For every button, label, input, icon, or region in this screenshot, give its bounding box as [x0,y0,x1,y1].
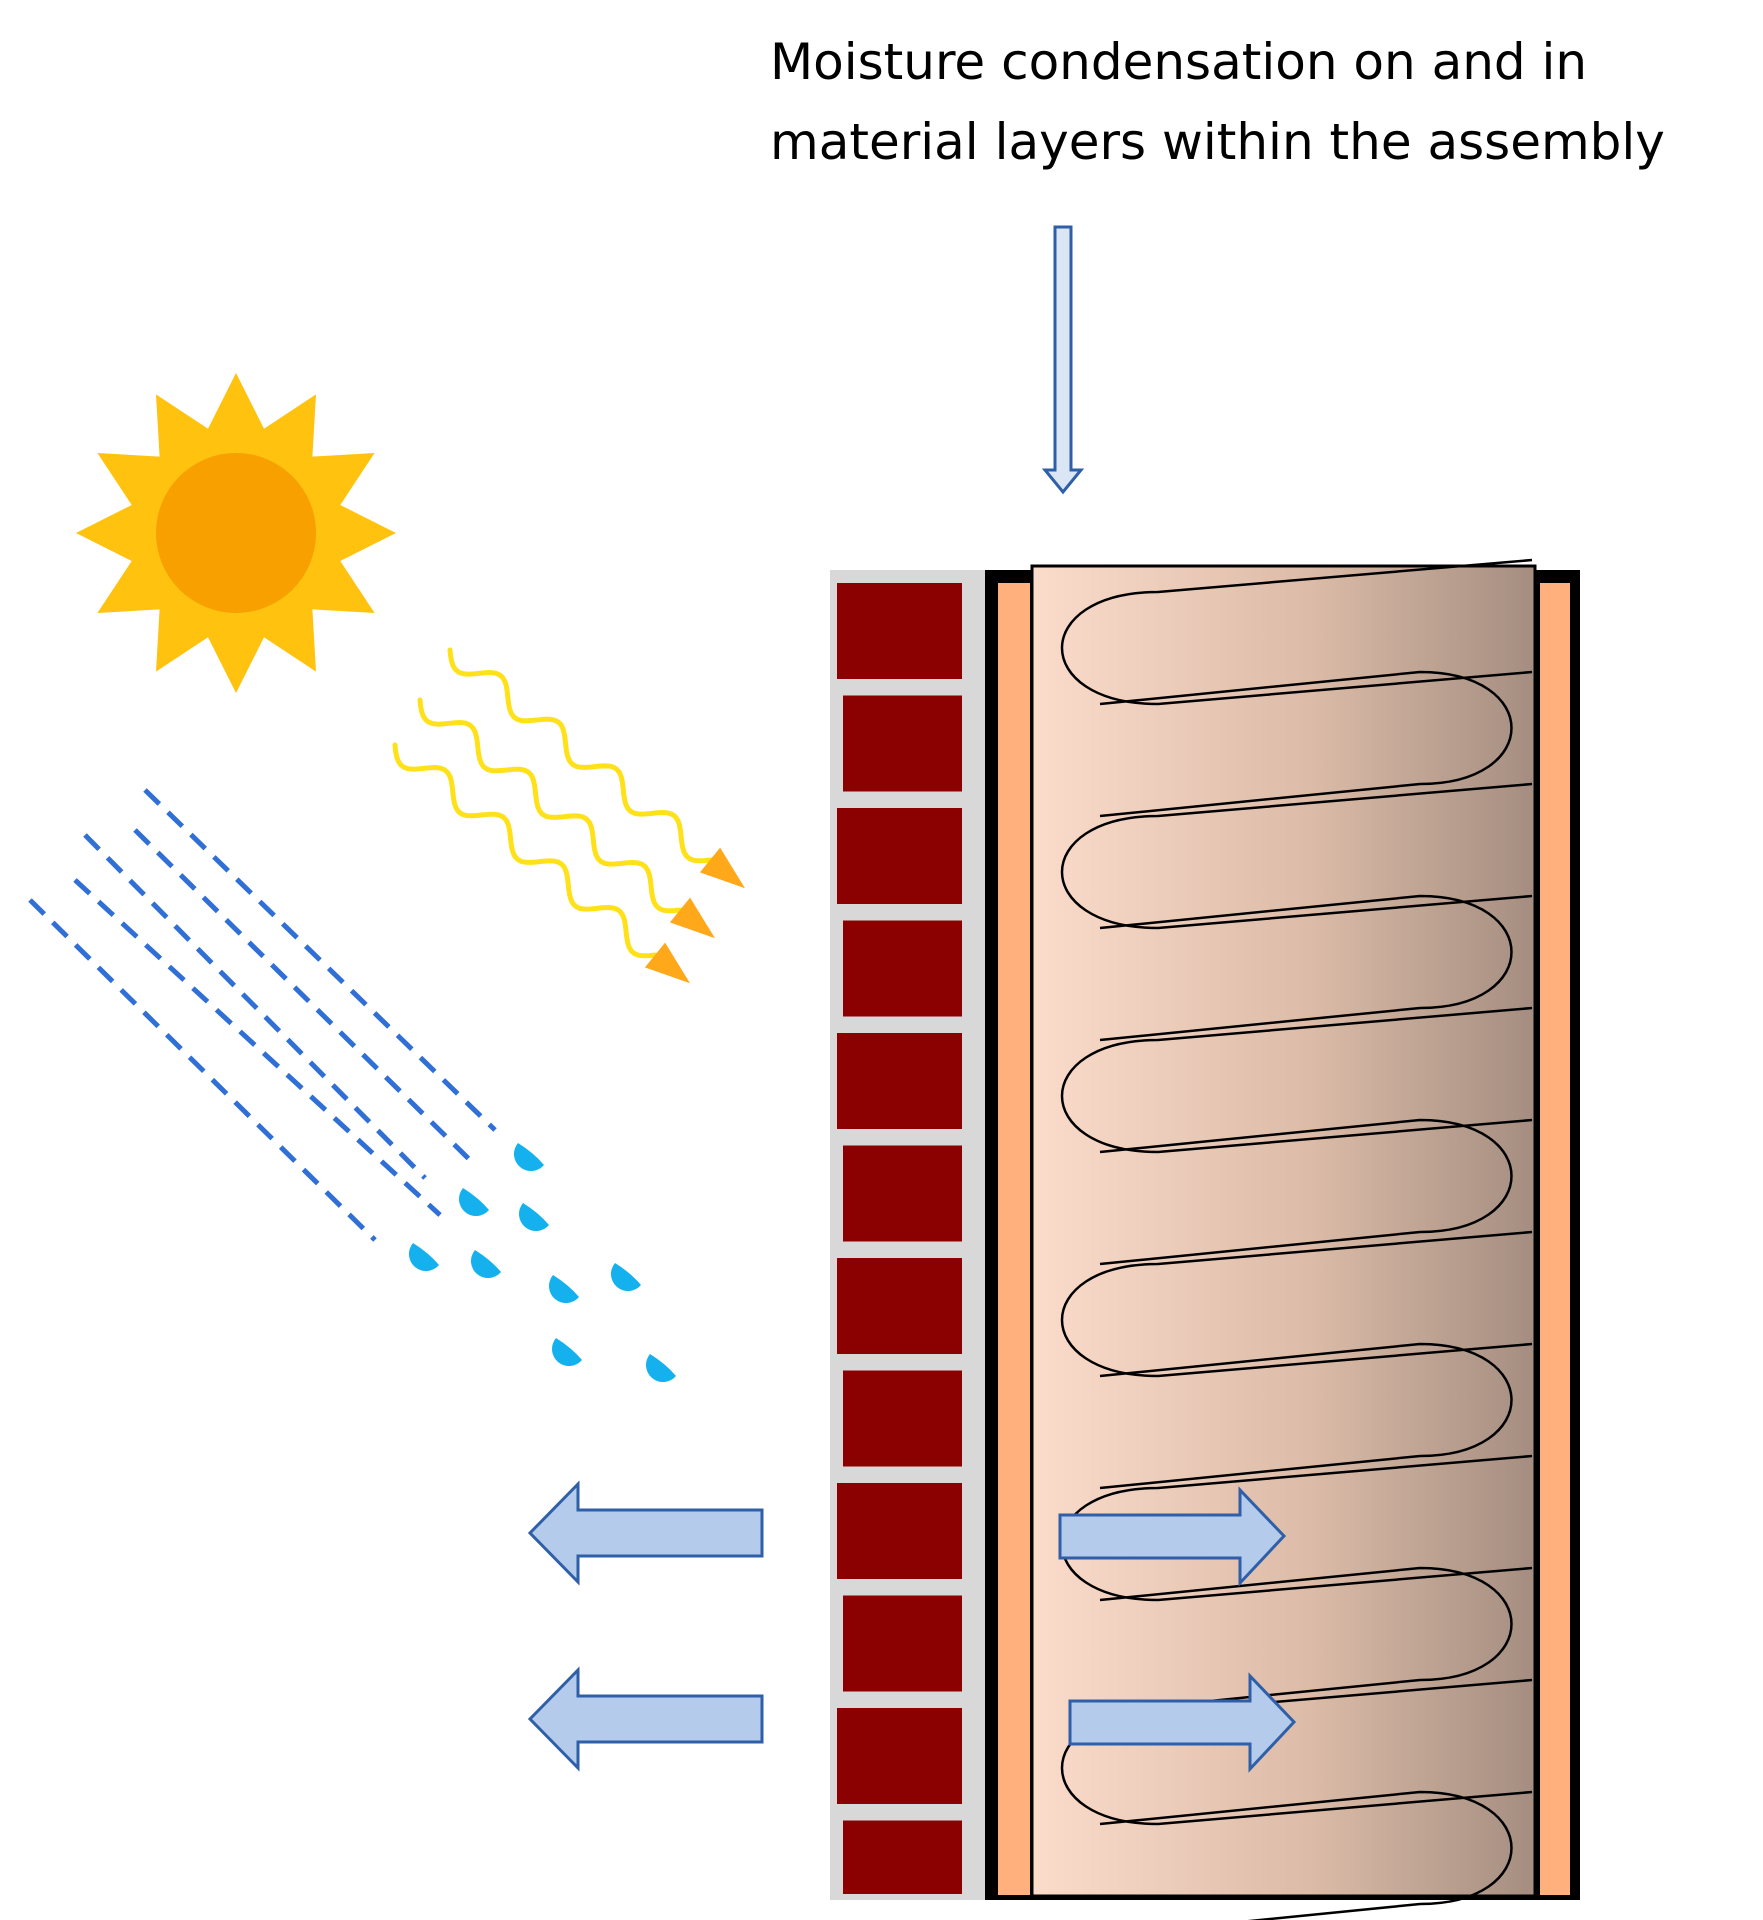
brick [843,695,962,792]
heat-wave [447,647,713,864]
brick [837,808,962,904]
water-droplet-icon [408,1143,676,1383]
rain-streak [133,828,477,1167]
sun-icon [76,373,396,693]
water-droplet [551,1338,582,1367]
interior-sheathing [1540,583,1570,1895]
caption-line-1: Moisture condensation on and in [770,33,1588,91]
exterior-sheathing [998,583,1030,1895]
rain-streak [73,878,442,1217]
brick [843,1370,962,1467]
brick [843,1595,962,1692]
brick [837,583,962,679]
rain-icon [28,788,497,1242]
down-arrow-icon [1041,225,1085,495]
heat-wave-icon [392,647,745,984]
water-droplet [470,1250,501,1279]
water-droplet [645,1354,676,1383]
water-droplet [513,1143,544,1172]
moisture-caption: Moisture condensation on and in material… [770,22,1760,182]
water-droplet [610,1263,641,1292]
rain-streak [83,833,427,1180]
rain-streak [28,898,377,1242]
heat-wave [417,697,683,914]
heat-wave-arrowhead [644,942,690,984]
brick-veneer [837,583,962,1894]
left-arrow-icon [527,1480,764,1772]
brick [837,1708,962,1804]
brick [837,1258,962,1354]
caption-line-2: material layers within the assembly [770,113,1665,171]
brick [843,920,962,1017]
rain-streak [143,788,497,1132]
heat-wave-arrowhead [669,897,715,939]
water-droplet [548,1275,579,1304]
water-droplet [408,1243,439,1272]
heat-wave [392,742,658,959]
heat-wave-arrowhead [699,847,745,889]
water-droplet [518,1203,549,1232]
sun-core [156,453,316,613]
insulation-batt [1030,564,1537,1898]
right-arrow-icon [1058,1486,1297,1773]
brick [843,1145,962,1242]
wall-assembly [830,558,1580,1920]
brick [837,1483,962,1579]
brick [843,1820,962,1894]
air-gap-strip [968,576,985,1894]
brick [837,1033,962,1129]
water-droplet [458,1188,489,1217]
